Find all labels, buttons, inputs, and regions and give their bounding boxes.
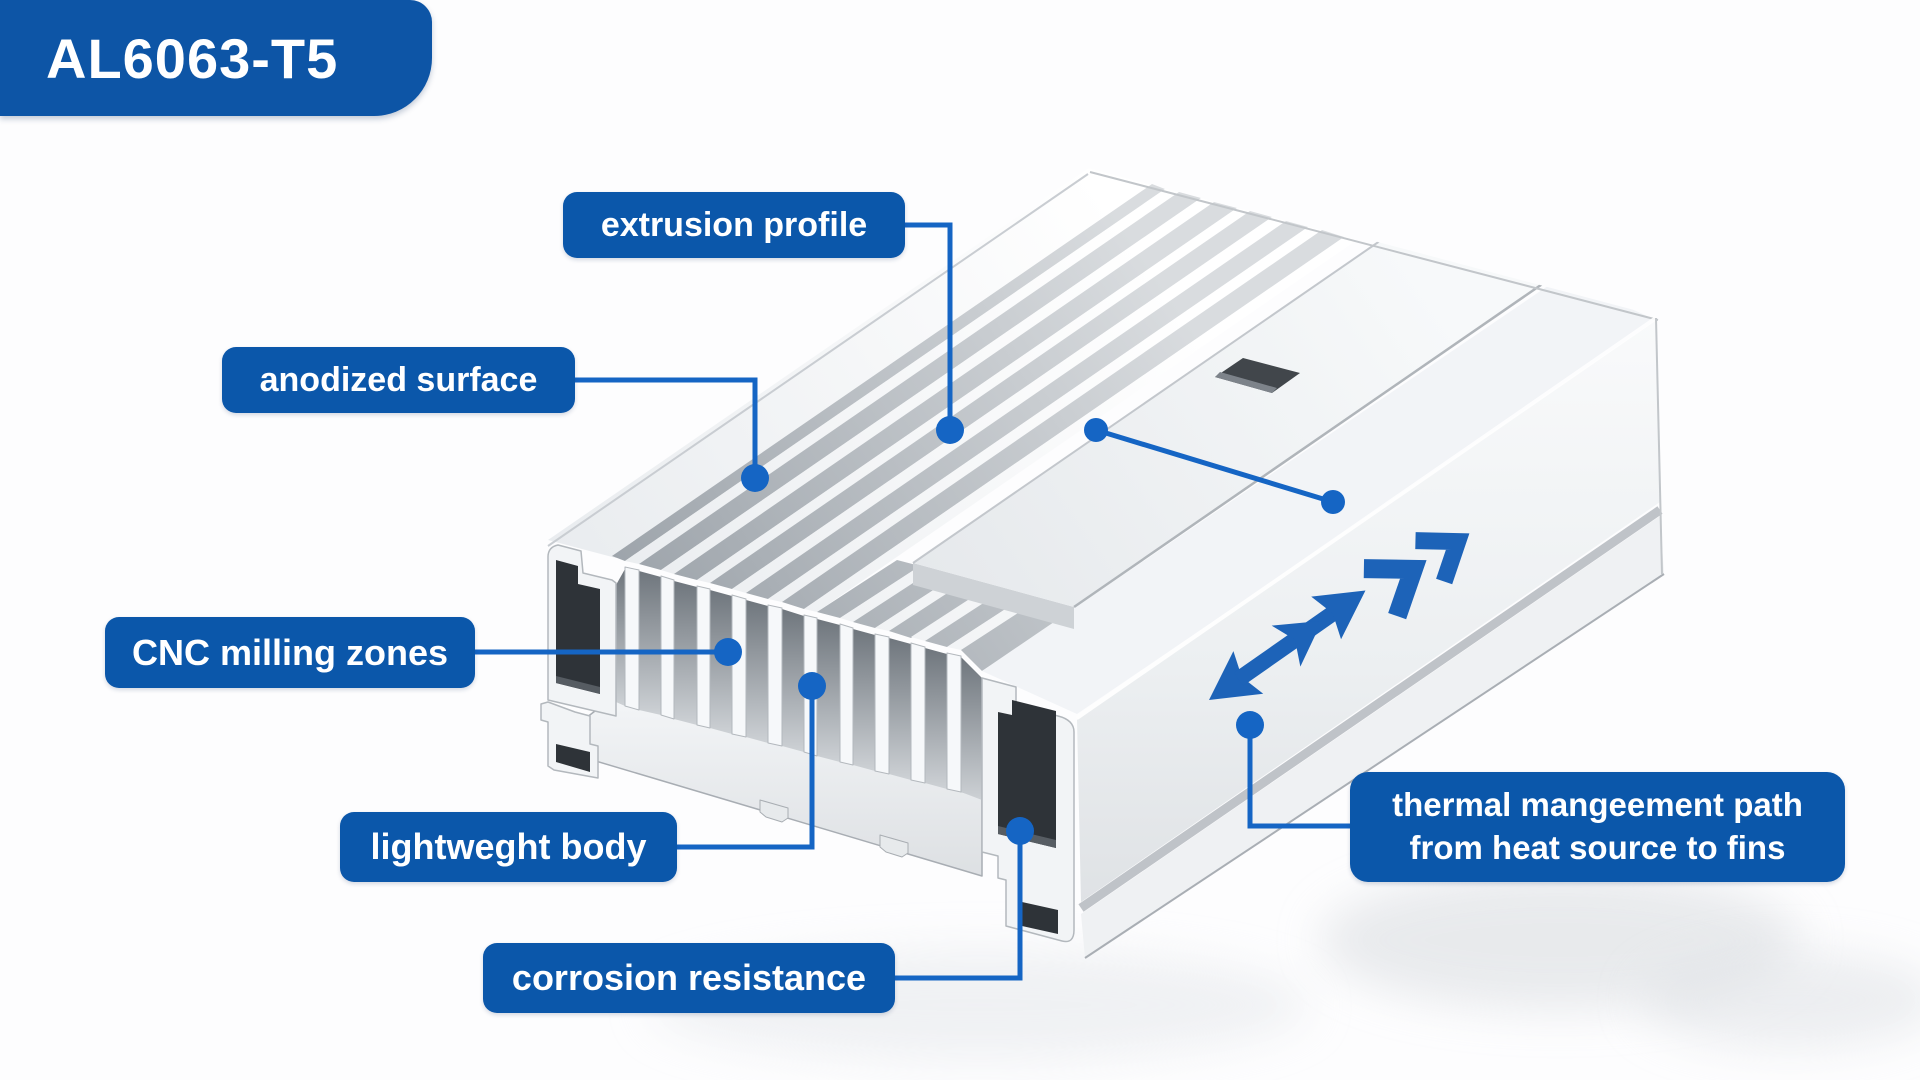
leader-dots [714, 416, 1345, 845]
callout-corrosion-resistance: corrosion resistance [483, 943, 895, 1013]
callout-extrusion-profile-label: extrusion profile [600, 205, 868, 244]
dot-cnc-milling [714, 638, 742, 666]
callout-corrosion-resistance-label: corrosion resistance [511, 957, 867, 998]
dot-extrusion-profile [936, 416, 964, 444]
leader-anodized-surface [575, 377, 758, 478]
callout-cnc-milling-zones-label: CNC milling zones [131, 631, 449, 673]
callout-cnc-milling-zones: CNC milling zones [105, 617, 475, 688]
callout-anodized-surface-label: anodized surface [259, 360, 538, 399]
dot-lightweight-body [798, 672, 826, 700]
side-flange [1081, 516, 1664, 958]
leader-corrosion [895, 831, 1023, 981]
leader-lines [475, 222, 1352, 981]
right-foot-slot [1022, 902, 1058, 934]
leader-span-pointer [1095, 427, 1334, 505]
title-badge: AL6063-T5 [0, 0, 432, 116]
fin-fronts [624, 566, 962, 793]
callout-thermal-path-line1: thermal mangeement path [1392, 786, 1803, 824]
bottom-notches [759, 799, 909, 858]
leader-extrusion-profile [905, 222, 953, 430]
left-slot-cavity [556, 560, 600, 694]
left-foot-slot [556, 744, 590, 772]
side-groove [1078, 506, 1663, 912]
right-end-block [981, 677, 1075, 943]
callout-anodized-surface: anodized surface [222, 347, 575, 413]
callout-lightweight-body-label: lightweght body [370, 826, 647, 867]
callout-lightweight-body: lightweght body [340, 812, 677, 882]
dot-span-start [1084, 418, 1108, 442]
callout-extrusion-profile: extrusion profile [563, 192, 905, 258]
right-slot-cavity [998, 700, 1056, 848]
callout-thermal-path-line2: from heat source to fins [1409, 829, 1786, 866]
milled-pocket [1215, 358, 1300, 393]
title-badge-label: AL6063-T5 [46, 26, 339, 90]
left-end-block [540, 544, 617, 779]
heatsink-top-fins [548, 168, 1656, 714]
heatsink-side-panel [1075, 316, 1665, 959]
dot-span-end [1321, 490, 1345, 514]
dot-anodized-surface [741, 464, 769, 492]
dot-corrosion [1006, 817, 1034, 845]
callout-thermal-path: thermal mangeement path from heat source… [1350, 772, 1845, 882]
fin-channels [616, 569, 982, 800]
leader-thermal-path [1247, 725, 1352, 829]
top-left-edge [547, 173, 1089, 547]
cnc-milled-plateau [912, 233, 1552, 629]
dot-thermal-path [1236, 711, 1264, 739]
leader-lightweight-body [677, 686, 815, 850]
thermal-flow-arrows-icon [1209, 532, 1470, 700]
top-back-edge [1089, 171, 1659, 321]
